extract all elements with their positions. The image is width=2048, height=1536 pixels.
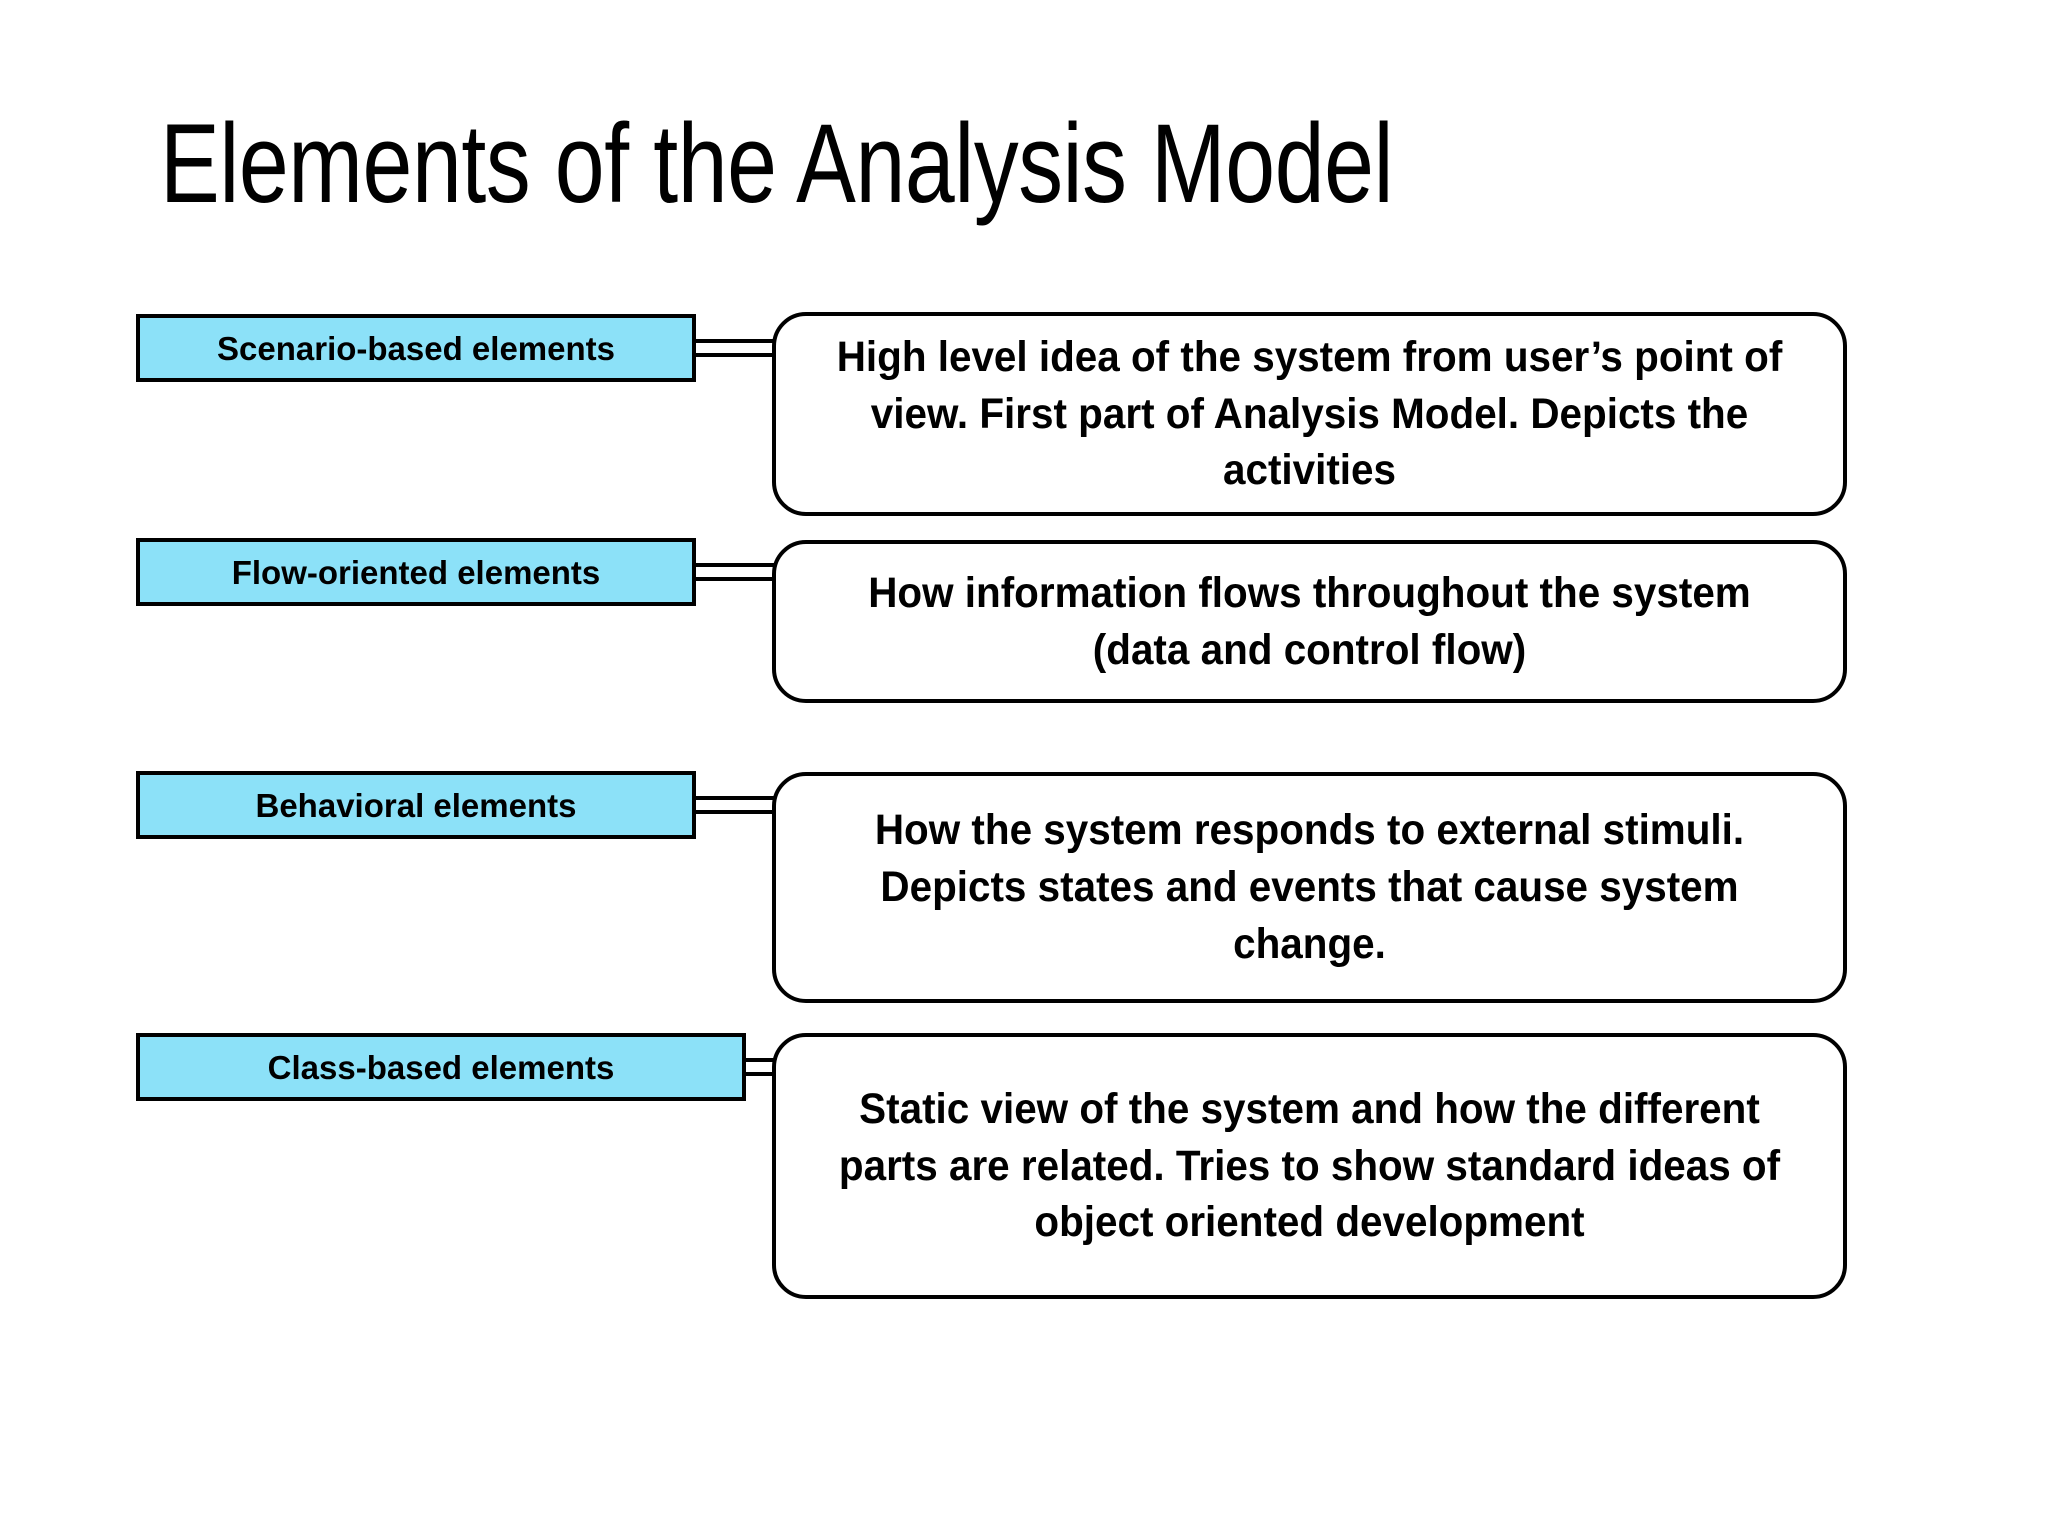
connector-line-3 [694,796,776,814]
description-box-text: How information flows throughout the sys… [868,568,1751,674]
page-title: Elements of the Analysis Model [160,101,1394,226]
label-box-flow-oriented-elements[interactable]: Flow-oriented elements [136,538,696,606]
label-box-class-based-elements[interactable]: Class-based elements [136,1033,746,1101]
label-box-text: Behavioral elements [255,786,577,824]
description-box-text: Static view of the system and how the di… [838,1084,1781,1247]
label-box-text: Flow-oriented elements [231,553,601,591]
label-box-text: Scenario-based elements [217,329,615,367]
label-box-scenario-based-elements[interactable]: Scenario-based elements [136,314,696,382]
connector-line-2 [694,563,776,581]
connector-line-4 [744,1058,776,1076]
description-box-behavioral-elements[interactable]: How the system responds to external stim… [772,772,1847,1003]
description-box-class-based-elements[interactable]: Static view of the system and how the di… [772,1033,1847,1299]
label-box-text: Class-based elements [267,1048,615,1086]
description-box-scenario-based-elements[interactable]: High level idea of the system from user’… [772,312,1847,516]
description-box-flow-oriented-elements[interactable]: How information flows throughout the sys… [772,540,1847,703]
description-box-text: High level idea of the system from user’… [836,332,1783,495]
connector-line-1 [694,339,776,357]
description-box-text: How the system responds to external stim… [874,806,1745,968]
label-box-behavioral-elements[interactable]: Behavioral elements [136,771,696,839]
